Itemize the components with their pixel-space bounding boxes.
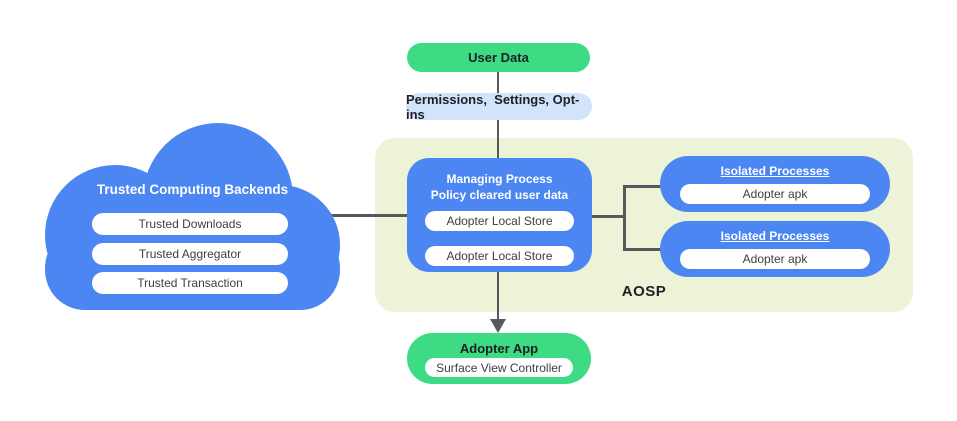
isolated-process-node: Isolated Processes Adopter apk	[660, 156, 890, 212]
connector-userdata-permissions	[497, 71, 499, 94]
adopter-apk-item: Adopter apk	[680, 249, 870, 269]
isolated-process-title: Isolated Processes	[720, 229, 830, 243]
cloud-item-trusted-aggregator: Trusted Aggregator	[92, 243, 288, 265]
managing-title-line2: Policy cleared user data	[430, 188, 569, 202]
cloud-title: Trusted Computing Backends	[96, 182, 289, 197]
connector-branch-isolated-2	[623, 248, 661, 251]
adopter-app-node: Adopter App Surface View Controller	[407, 333, 591, 384]
connector-cloud-managing	[330, 214, 408, 217]
user-data-node: User Data	[407, 43, 590, 72]
adopter-apk-item: Adopter apk	[680, 184, 870, 204]
cloud-item-trusted-downloads: Trusted Downloads	[92, 213, 288, 235]
connector-managing-adopterapp	[497, 272, 499, 321]
connector-permissions-managing	[497, 119, 499, 160]
managing-title-line1: Managing Process	[446, 172, 553, 186]
adopter-local-store-item: Adopter Local Store	[425, 211, 574, 231]
managing-process-title: Managing Process Policy cleared user dat…	[407, 171, 592, 203]
adopter-local-store-item: Adopter Local Store	[425, 246, 574, 266]
isolated-process-title: Isolated Processes	[720, 164, 830, 178]
cloud-item-trusted-transaction: Trusted Transaction	[92, 272, 288, 294]
isolated-process-node: Isolated Processes Adopter apk	[660, 221, 890, 277]
managing-process-node: Managing Process Policy cleared user dat…	[407, 158, 592, 272]
permissions-node: Permissions, Settings, Opt-ins	[406, 92, 592, 122]
surface-view-controller-item: Surface View Controller	[425, 358, 573, 377]
adopter-app-title: Adopter App	[459, 341, 539, 356]
aosp-label: AOSP	[621, 283, 667, 300]
connector-branch-vertical	[623, 185, 626, 251]
cloud-shape	[45, 228, 340, 310]
connector-branch-isolated-1	[623, 185, 661, 188]
arrow-down-icon	[490, 319, 506, 333]
connector-managing-branch	[592, 215, 625, 218]
